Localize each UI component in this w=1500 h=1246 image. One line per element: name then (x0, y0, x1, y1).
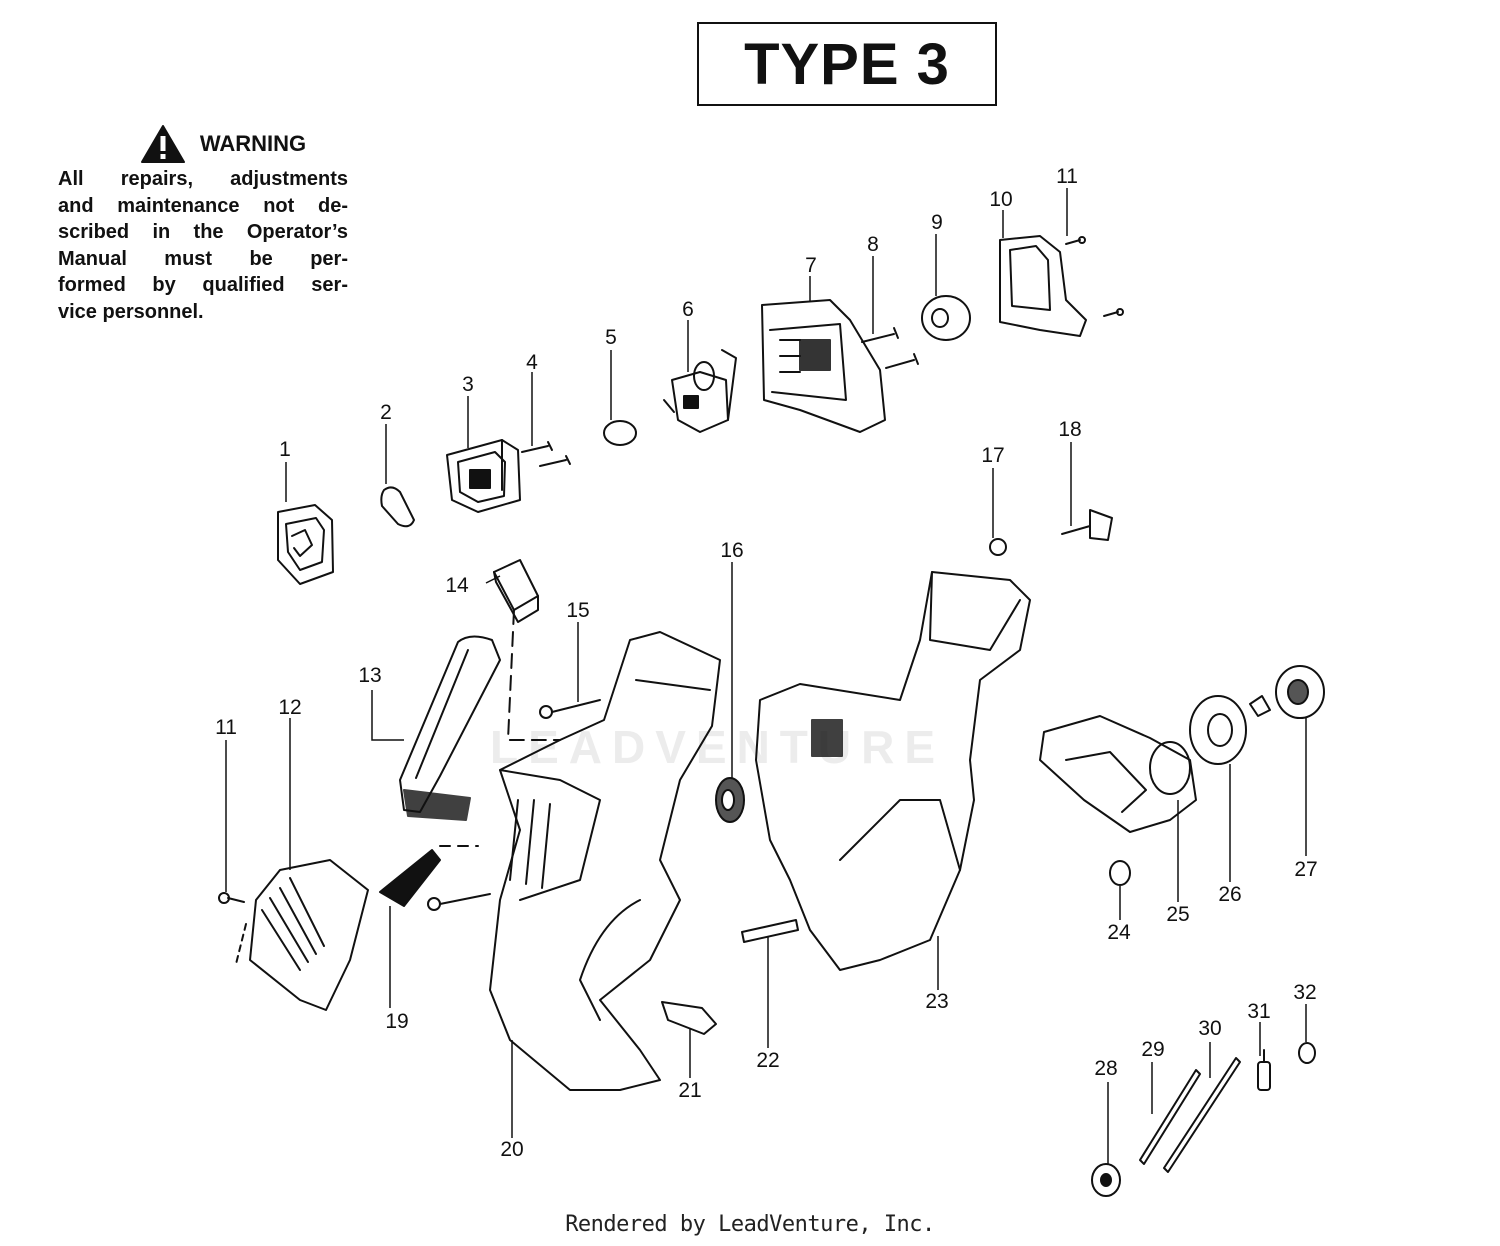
filter-dashed-line (507, 609, 561, 741)
warning-line: formed by qualified ser- (58, 274, 348, 296)
part-20-housing (489, 631, 721, 1091)
part-label-14: 14 (445, 574, 469, 597)
part-label-32: 32 (1293, 981, 1316, 1004)
part-1-gasket (277, 504, 334, 585)
diagram-title: TYPE 3 (697, 22, 997, 106)
part-12-engine-cover (249, 859, 369, 1011)
part-6-carburetor (663, 349, 737, 433)
warning-line: vice personnel. (58, 300, 204, 323)
part-label-24: 24 (1107, 921, 1131, 944)
part-25-nozzle (1039, 715, 1197, 833)
part-11-screws-top (1065, 236, 1124, 317)
part-11-screw-left (218, 892, 247, 965)
part-9-seal-ring (921, 295, 971, 341)
part-label-28: 28 (1094, 1057, 1117, 1080)
warning-triangle-icon (140, 125, 185, 163)
part-label-16: 16 (720, 539, 743, 562)
part-3-adapter (446, 439, 521, 513)
part-13-handle (399, 635, 501, 821)
part-label-5: 5 (605, 326, 617, 349)
part-label-29: 29 (1141, 1038, 1164, 1061)
part-label-17: 17 (981, 444, 1004, 467)
part-31-fuel-filter (1257, 1049, 1271, 1091)
part-29-tube (1139, 1069, 1201, 1165)
part-label-22: 22 (756, 1049, 779, 1072)
part-label-30: 30 (1198, 1017, 1221, 1040)
part-label-21: 21 (678, 1079, 701, 1102)
part-18-knob-screw (1061, 509, 1113, 541)
part-label-1: 1 (279, 438, 291, 461)
part-26-ring (1189, 695, 1247, 765)
part-label-13: 13 (358, 664, 381, 687)
part-label-8: 8 (867, 233, 879, 256)
part-17-nut (989, 538, 1007, 556)
part-label-11-left: 11 (215, 716, 237, 739)
part-32-grommet (1298, 1042, 1316, 1064)
warning-header: WARNING (98, 124, 348, 164)
part-label-26: 26 (1218, 883, 1241, 906)
part-24-bushing (1109, 860, 1131, 886)
part-label-4: 4 (526, 351, 538, 374)
part-label-18: 18 (1058, 418, 1081, 441)
part-label-15: 15 (566, 599, 589, 622)
part-14-filter-pad (493, 559, 539, 623)
part-10-bracket (999, 235, 1087, 337)
part-5-oring (603, 420, 637, 446)
part-30-tube (1163, 1057, 1241, 1173)
part-label-6: 6 (682, 298, 694, 321)
part-7-cover-panel (761, 299, 886, 433)
part-27-hub (1249, 665, 1325, 719)
warning-line: Manual must be per- (58, 247, 348, 270)
warning-line: scribed in the Operator’s (58, 221, 348, 243)
leader-lines (225, 188, 1307, 1164)
part-label-25: 25 (1166, 903, 1189, 926)
part-label-12: 12 (278, 696, 301, 719)
part-label-10: 10 (989, 188, 1012, 211)
part-23-housing-half (755, 571, 1031, 971)
part-label-2: 2 (380, 401, 392, 424)
part-label-20: 20 (500, 1138, 523, 1161)
warning-line: and maintenance not de- (58, 194, 348, 217)
part-8-screws (861, 327, 919, 369)
part-28-washer (1091, 1163, 1121, 1197)
part-label-3: 3 (462, 373, 474, 396)
part-15-screws (427, 699, 601, 911)
part-4-screws (521, 441, 571, 467)
warning-text: All repairs, adjustments and maintenance… (58, 166, 348, 325)
part-label-7: 7 (805, 254, 817, 277)
part-label-27: 27 (1294, 858, 1317, 881)
warning-line: All repairs, adjustments (58, 168, 348, 190)
part-label-11-top: 11 (1056, 165, 1078, 188)
warning-block: WARNING All repairs, adjustments and mai… (58, 124, 348, 325)
part-2-gasket (380, 486, 415, 528)
part-21-clip (661, 1001, 717, 1035)
warning-heading: WARNING (199, 131, 307, 156)
part-label-31: 31 (1247, 1000, 1270, 1023)
part-16-impeller (715, 777, 745, 823)
part-19-filter (379, 849, 441, 907)
part-22-pin (741, 919, 799, 943)
part-label-9: 9 (931, 211, 943, 234)
watermark-text: LEADVENTURE (490, 721, 946, 773)
footer-credit: Rendered by LeadVenture, Inc. (565, 1212, 935, 1237)
part-label-19: 19 (385, 1010, 408, 1033)
part-label-23: 23 (925, 990, 948, 1013)
